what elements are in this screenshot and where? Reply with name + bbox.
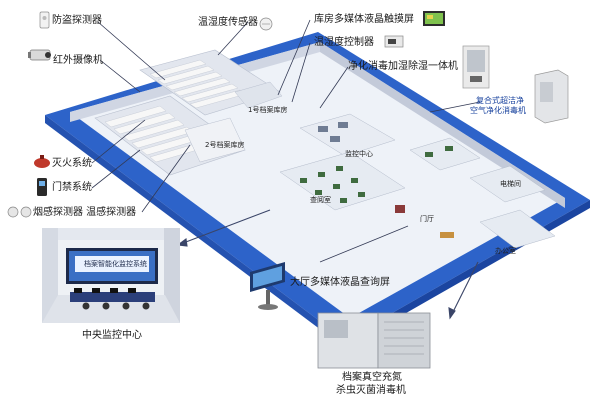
archive-room-2	[94, 95, 246, 176]
room-label-lobby: 门厅	[420, 215, 434, 223]
label-fire-system: 灭火系统	[52, 158, 92, 169]
building-right-wall	[320, 42, 565, 208]
archive-room-1	[139, 49, 283, 116]
ir-camera-icon	[28, 49, 51, 61]
room-label-office: 办公室	[495, 247, 516, 255]
smoke-temp-detector-icon	[7, 206, 32, 218]
label-hall-screen: 大厅多媒体液晶查询屏	[290, 277, 390, 288]
label-central-monitor: 中央监控中心	[82, 330, 142, 341]
access-control-icon	[37, 178, 47, 196]
callout-arrows	[176, 209, 479, 320]
label-vacuum-line2: 杀虫灭菌消毒机	[336, 385, 406, 396]
label-air-purifier-line2: 空气净化消毒机	[470, 106, 526, 115]
label-access-control: 门禁系统	[52, 182, 92, 193]
label-ir-camera: 红外摄像机	[53, 55, 103, 66]
building-floor-edge-left	[45, 115, 345, 348]
vacuum-disinfector-icon	[317, 312, 431, 369]
label-purify-unit: 净化消毒加湿除湿一体机	[348, 61, 458, 72]
fire-system-icon	[34, 155, 50, 168]
label-vacuum-line1: 档案真空充氮	[342, 372, 402, 383]
purify-unit-icon	[462, 45, 490, 89]
label-th-sensor: 温湿度传感器	[198, 17, 258, 28]
label-smoke-temp-detector: 烟感探测器 温感探测器	[33, 207, 137, 218]
room-label-archive-2: 2号档案库房	[205, 141, 245, 149]
th-sensor-icon	[259, 17, 273, 31]
label-th-controller: 温湿度控制器	[314, 37, 374, 48]
room-label-archive-1: 1号档案库房	[248, 106, 288, 114]
label-anti-theft: 防盗探测器	[52, 15, 102, 26]
warehouse-touchscreen-icon	[423, 11, 445, 26]
air-purifier-icon	[534, 69, 569, 124]
room-label-reading: 查阅室	[310, 196, 331, 204]
hall-query-screen-icon	[250, 262, 285, 310]
office-rooms	[395, 137, 556, 249]
th-controller-icon	[384, 35, 404, 48]
anti-theft-detector-icon	[39, 11, 50, 29]
reading-room	[279, 151, 406, 211]
wall-screen-text: 档案智能化监控系统	[84, 260, 147, 268]
room-label-monitor-center: 监控中心	[345, 150, 373, 158]
room-label-elevator: 电梯间	[500, 180, 521, 188]
monitor-center-inset	[42, 228, 180, 323]
label-warehouse-touchscreen: 库房多媒体液晶触摸屏	[314, 14, 414, 25]
pointer-lines	[91, 19, 481, 263]
label-air-purifier-line1: 复合式超洁净	[476, 96, 524, 105]
monitor-center-room	[299, 113, 396, 157]
